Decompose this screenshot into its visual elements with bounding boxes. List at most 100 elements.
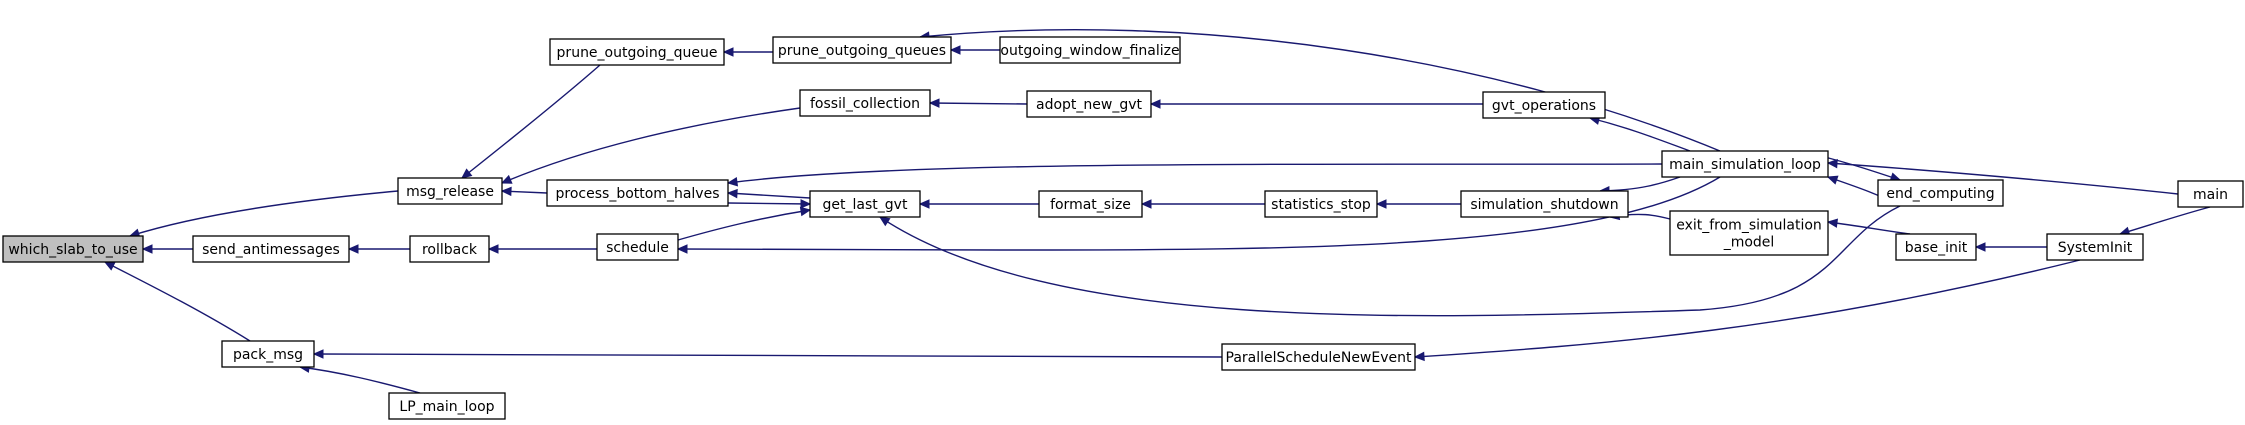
node-which_slab_to_use[interactable]: which_slab_to_use bbox=[2, 235, 144, 263]
edge-line bbox=[129, 190, 399, 237]
node-main[interactable]: main bbox=[2177, 180, 2244, 208]
node-ParallelScheduleNewEvent[interactable]: ParallelScheduleNewEvent bbox=[1221, 343, 1416, 371]
node-box bbox=[549, 38, 725, 66]
node-rollback[interactable]: rollback bbox=[409, 235, 490, 263]
edge-main-to-SystemInit bbox=[2118, 206, 2211, 236]
edge-send_antimessages-to-which_slab_to_use bbox=[141, 244, 193, 254]
arrowhead bbox=[347, 244, 359, 254]
edge-SystemInit-to-ParallelScheduleNewEvent bbox=[1413, 259, 2081, 362]
node-label: process_bottom_halves bbox=[556, 186, 720, 202]
node-box bbox=[2177, 180, 2244, 208]
arrowhead bbox=[918, 199, 930, 209]
edge-rollback-to-send_antimessages bbox=[347, 244, 410, 254]
node-box bbox=[221, 340, 315, 368]
edge-line bbox=[104, 261, 251, 342]
edge-schedule-to-rollback bbox=[487, 244, 597, 254]
arrowhead bbox=[800, 199, 812, 209]
node-box bbox=[388, 392, 506, 420]
node-label: schedule bbox=[606, 240, 669, 256]
edge-line bbox=[313, 353, 1223, 358]
edge-line bbox=[727, 192, 811, 199]
edge-line bbox=[727, 202, 811, 205]
node-box bbox=[809, 190, 921, 218]
edge-statistics_stop-to-format_size bbox=[1140, 199, 1265, 209]
arrowhead bbox=[1826, 158, 1838, 169]
node-box bbox=[1038, 190, 1143, 218]
edge-process_bottom_halves-to-msg_release bbox=[500, 186, 548, 197]
node-SystemInit[interactable]: SystemInit bbox=[2046, 233, 2144, 261]
edge-line bbox=[677, 176, 1721, 251]
arrowhead bbox=[487, 244, 499, 254]
node-label: msg_release bbox=[406, 184, 494, 200]
node-label: gvt_operations bbox=[1492, 98, 1596, 114]
arrowhead bbox=[500, 174, 513, 184]
arrowhead bbox=[1149, 99, 1161, 109]
edge-prune_outgoing_queues-to-prune_outgoing_queue bbox=[722, 47, 773, 57]
edge-line bbox=[879, 205, 1901, 317]
node-box bbox=[192, 235, 350, 263]
node-label: get_last_gvt bbox=[823, 197, 908, 213]
node-pack_msg[interactable]: pack_msg bbox=[221, 340, 315, 368]
node-box bbox=[1895, 233, 1977, 261]
node-label: base_init bbox=[1905, 240, 1968, 256]
node-schedule[interactable]: schedule bbox=[596, 233, 679, 261]
node-process_bottom_halves[interactable]: process_bottom_halves bbox=[546, 179, 729, 207]
node-format_size[interactable]: format_size bbox=[1038, 190, 1143, 218]
node-exit_from_simulation_model[interactable]: exit_from_simulation_model bbox=[1669, 210, 1829, 256]
nodes-layer: which_slab_to_use msg_release send_antimes… bbox=[2, 36, 2244, 420]
node-box bbox=[1026, 90, 1152, 118]
node-outgoing_window_finalize[interactable]: outgoing_window_finalize bbox=[999, 36, 1181, 64]
arrowhead bbox=[722, 47, 734, 57]
node-gvt_operations[interactable]: gvt_operations bbox=[1482, 91, 1606, 119]
edge-line bbox=[1827, 221, 1911, 235]
arrowhead bbox=[878, 216, 891, 227]
edge-adopt_new_gvt-to-fossil_collection bbox=[928, 98, 1028, 108]
node-label: main bbox=[2193, 187, 2228, 203]
edge-LP_main_loop-to-pack_msg bbox=[298, 363, 421, 394]
edge-ParallelScheduleNewEvent-to-pack_msg bbox=[312, 349, 1223, 359]
node-adopt_new_gvt[interactable]: adopt_new_gvt bbox=[1026, 90, 1152, 118]
arrowhead bbox=[799, 206, 812, 217]
node-label: adopt_new_gvt bbox=[1036, 97, 1143, 113]
edge-msg_release-to-which_slab_to_use bbox=[128, 190, 399, 238]
edge-line bbox=[501, 107, 801, 184]
node-msg_release[interactable]: msg_release bbox=[397, 177, 503, 205]
arrowhead bbox=[500, 186, 512, 197]
node-prune_outgoing_queues[interactable]: prune_outgoing_queues bbox=[772, 36, 952, 64]
arrowhead bbox=[726, 177, 739, 187]
node-simulation_shutdown[interactable]: simulation_shutdown bbox=[1460, 190, 1629, 218]
edge-fossil_collection-to-msg_release bbox=[500, 107, 801, 184]
node-send_antimessages[interactable]: send_antimessages bbox=[192, 235, 350, 263]
node-statistics_stop[interactable]: statistics_stop bbox=[1264, 190, 1378, 218]
node-box bbox=[596, 233, 679, 261]
edges-layer bbox=[103, 29, 2211, 394]
edge-pack_msg-to-which_slab_to_use bbox=[103, 261, 251, 342]
edge-get_last_gvt-to-process_bottom_halves bbox=[726, 188, 811, 199]
node-label: pack_msg bbox=[233, 347, 303, 363]
node-box bbox=[546, 179, 729, 207]
node-LP_main_loop[interactable]: LP_main_loop bbox=[388, 392, 506, 420]
node-box bbox=[409, 235, 490, 263]
node-end_computing[interactable]: end_computing bbox=[1877, 179, 2004, 207]
node-label: prune_outgoing_queue bbox=[557, 45, 718, 61]
node-get_last_gvt[interactable]: get_last_gvt bbox=[809, 190, 921, 218]
node-box bbox=[1264, 190, 1378, 218]
node-label: rollback bbox=[422, 242, 478, 258]
node-fossil_collection[interactable]: fossil_collection bbox=[799, 89, 931, 117]
edge-SystemInit-to-base_init bbox=[1974, 242, 2047, 252]
edge-line bbox=[461, 64, 601, 179]
edge-format_size-to-get_last_gvt bbox=[918, 199, 1039, 209]
node-main_simulation_loop[interactable]: main_simulation_loop bbox=[1661, 150, 1829, 178]
edge-main_simulation_loop-to-schedule bbox=[676, 176, 1721, 254]
arrowhead bbox=[949, 45, 961, 55]
edge-line bbox=[677, 209, 811, 241]
edge-line bbox=[919, 29, 1721, 152]
node-base_init[interactable]: base_init bbox=[1895, 233, 1977, 261]
node-label: which_slab_to_use bbox=[8, 242, 137, 258]
node-prune_outgoing_queue[interactable]: prune_outgoing_queue bbox=[549, 38, 725, 66]
edge-gvt_operations-to-adopt_new_gvt bbox=[1149, 99, 1483, 109]
edge-end_computing-to-get_last_gvt bbox=[878, 205, 1901, 317]
edge-line bbox=[1827, 162, 2179, 195]
node-box bbox=[1661, 150, 1829, 178]
edge-main_simulation_loop-to-process_bottom_halves bbox=[726, 163, 1663, 187]
